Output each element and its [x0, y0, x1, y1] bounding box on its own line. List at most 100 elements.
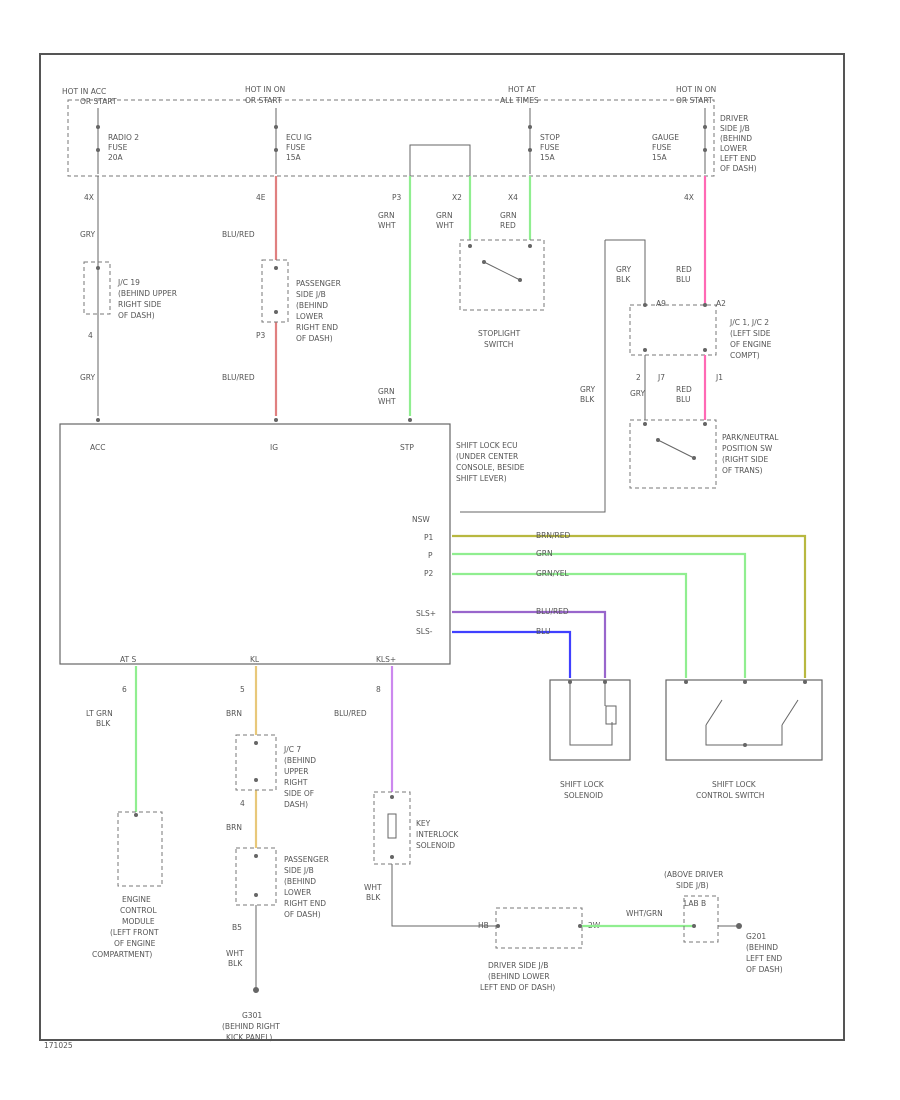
diagram-label: OF DASH)	[720, 164, 757, 173]
diagram-label: GRN	[378, 387, 395, 396]
diagram-label: (BEHIND	[284, 877, 316, 886]
diagram-label: P3	[256, 331, 266, 340]
diagram-label: SIDE OF	[284, 789, 314, 798]
diagram-label: OF DASH)	[118, 311, 155, 320]
diagram-label: WHT	[226, 949, 244, 958]
hot-label-acc: HOT IN ACC	[62, 87, 106, 96]
diagram-label: WHT	[364, 883, 382, 892]
diagram-label: NSW	[412, 515, 430, 524]
fuses: RADIO 2 FUSE 20A ECU IG FUSE 15A STOP FU…	[96, 108, 707, 174]
diagram-label: SHIFT LOCK	[560, 780, 605, 789]
diagram-label: GRN	[436, 211, 453, 220]
hot-sub-at: ALL TIMES	[500, 96, 539, 105]
diagram-label: SHIFT LOCK	[712, 780, 757, 789]
diagram-label: RIGHT END	[284, 899, 326, 908]
diagram-label: LOWER	[284, 888, 311, 897]
diagram-label: KICK PANEL)	[226, 1033, 272, 1042]
diagram-label: (BEHIND UPPER	[118, 289, 177, 298]
diagram-label: CONTROL	[120, 906, 157, 915]
kl-circuit: 5 BRN 4 BRN B5 WHT BLK J/C 7 (BEHIND UPP…	[222, 666, 329, 1042]
diagram-label: BRN/RED	[536, 531, 570, 540]
diagram-label: GRN	[536, 549, 553, 558]
diagram-label: A9	[656, 299, 666, 308]
diagram-label: WHT/GRN	[626, 909, 663, 918]
shift-lock-solenoid: SHIFT LOCK SOLENOID	[549, 679, 631, 800]
diagram-label: SIDE J/B	[720, 124, 750, 133]
diagram-label: WHT	[378, 397, 396, 406]
diagram-label: OF TRANS)	[722, 466, 763, 475]
diagram-label: P2	[424, 569, 434, 578]
diagram-label: LOWER	[296, 312, 323, 321]
diagram-label: LOWER	[720, 144, 747, 153]
diagram-label: KEY	[416, 819, 431, 828]
diagram-label: SIDE J/B	[284, 866, 314, 875]
fuse-stop-label: FUSE	[540, 143, 560, 152]
diagram-label: DRIVER	[720, 114, 748, 123]
diagram-label: BLU	[536, 627, 550, 636]
shift-solenoid-wires: BLU/RED BLU	[452, 607, 607, 678]
fuse-gauge-label: FUSE	[652, 143, 672, 152]
hot-sub-ign1: OR START	[245, 96, 282, 105]
acc-circuit: 4X GRY 4 GRY J/C 19 (BEHIND UPPER RIGHT …	[80, 176, 177, 416]
diagram-label: SIDE J/B	[296, 290, 326, 299]
diagram-label: G301	[242, 1011, 262, 1020]
diagram-label: (BEHIND	[296, 301, 328, 310]
diagram-label: P	[428, 551, 433, 560]
diagram-label: P3	[392, 193, 402, 202]
diagram-label: RIGHT	[284, 778, 308, 787]
shift-lock-control-switch: SHIFT LOCK CONTROL SWITCH	[665, 679, 823, 800]
diagram-label: OF DASH)	[284, 910, 321, 919]
hot-sub-ign2: OR START	[676, 96, 713, 105]
ground-g201: HB 2W WHT/GRN LAB B DRIVER SIDE J/B (BEH…	[478, 870, 783, 992]
diagram-label: SHIFT LOCK ECU	[456, 441, 518, 450]
diagram-label: MODULE	[122, 917, 155, 926]
fuse-bus-box	[67, 99, 715, 177]
diagram-label: PARK/NEUTRAL	[722, 433, 779, 442]
diagram-label: SLS+	[416, 609, 436, 618]
diagram-label: WHT	[378, 221, 396, 230]
fuse-ecu-name: ECU IG	[286, 133, 312, 142]
diagram-label: BLU/RED	[536, 607, 569, 616]
diagram-label: OF DASH)	[296, 334, 333, 343]
diagram-label: BLK	[580, 395, 595, 404]
diagram-frame	[39, 53, 845, 1041]
diagram-label: GRY	[580, 385, 596, 394]
diagram-label: BLU	[676, 395, 690, 404]
diagram-label: DRIVER SIDE J/B	[488, 961, 548, 970]
diagram-label: BLK	[228, 959, 243, 968]
diagram-label: WHT	[436, 221, 454, 230]
diagram-label: IG	[270, 443, 278, 452]
diagram-label: B5	[232, 923, 242, 932]
fuse-stop-rating: 15A	[540, 153, 556, 162]
stp-circuit: P3 X2 X4 GRN WHT GRN WHT GRN RED GRN WHT	[378, 144, 532, 416]
diagram-label: UPPER	[284, 767, 309, 776]
diagram-label: J7	[657, 373, 665, 382]
diagram-label: STOPLIGHT	[478, 329, 521, 338]
diagram-label: BLK	[616, 275, 631, 284]
diagram-label: 4	[88, 331, 93, 340]
shift-switch-wires: BRN/RED GRN GRN/YEL	[452, 531, 807, 678]
diagram-label: BLU/RED	[334, 709, 367, 718]
diagram-label: RED	[676, 385, 692, 394]
diagram-label: 4	[240, 799, 245, 808]
diagram-label: RED	[676, 265, 692, 274]
diagram-label: GRY	[616, 265, 632, 274]
diagram-label: KLS+	[376, 655, 396, 664]
diagram-label: J/C 19	[117, 278, 140, 287]
diagram-label: COMPARTMENT)	[92, 950, 152, 959]
diagram-label: 5	[240, 685, 245, 694]
diagram-label: (LEFT SIDE	[730, 329, 771, 338]
diagram-label: ENGINE	[122, 895, 151, 904]
diagram-label: J/C 1, J/C 2	[729, 318, 769, 327]
diagram-label: 8	[376, 685, 381, 694]
diagram-label: KL	[250, 655, 260, 664]
diagram-label: (LEFT FRONT	[110, 928, 159, 937]
diagram-label: (BEHIND RIGHT	[222, 1022, 280, 1031]
diagram-label: LAB B	[684, 899, 706, 908]
diagram-label: CONTROL SWITCH	[696, 791, 764, 800]
ecm-circuit: 6 LT GRN BLK ENGINE CONTROL MODULE (LEFT…	[86, 666, 163, 959]
diagram-label: P1	[424, 533, 434, 542]
diagram-label: BLU/RED	[222, 373, 255, 382]
hot-label-ign2: HOT IN ON	[676, 85, 716, 94]
hot-label-ign1: HOT IN ON	[245, 85, 285, 94]
